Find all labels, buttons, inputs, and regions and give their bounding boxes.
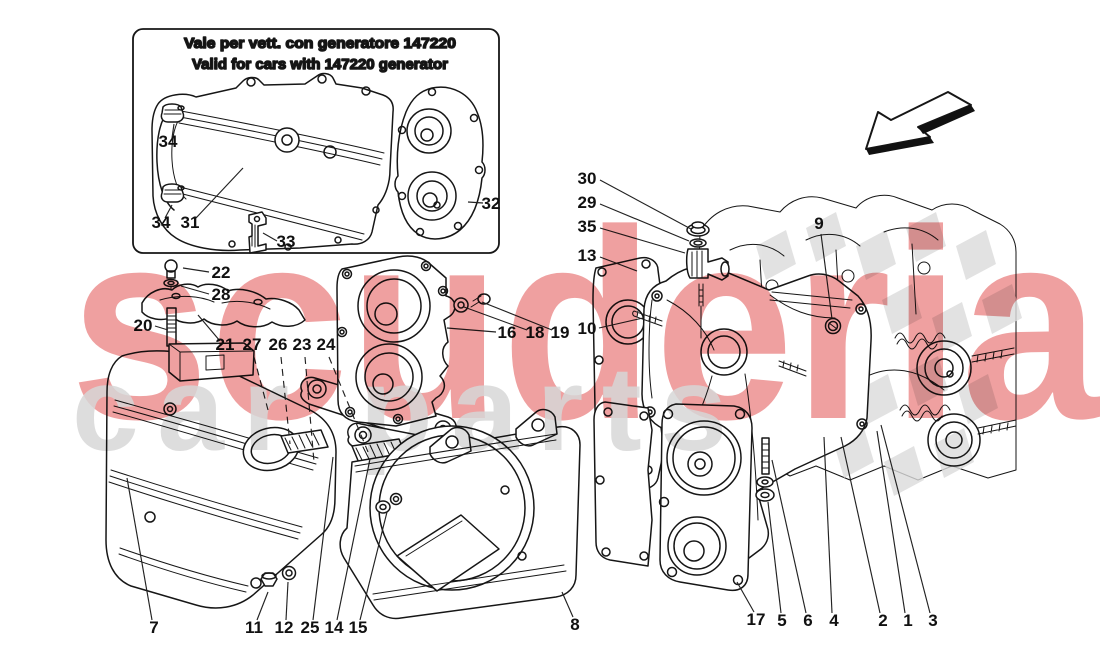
part-number-3: 3: [928, 611, 937, 630]
part-number-19: 19: [551, 323, 570, 342]
leader-line-26: [280, 356, 291, 445]
part-number-33: 33: [277, 232, 296, 251]
part-number-14: 14: [325, 618, 344, 637]
variant-belt-cover-drawing: [151, 72, 394, 252]
part-number-22: 22: [212, 263, 231, 282]
leader-line-32: [467, 201, 484, 204]
leader-line-34: [164, 204, 173, 219]
part-number-12: 12: [275, 618, 294, 637]
part-number-23: 23: [293, 335, 312, 354]
part-number-5: 5: [777, 611, 786, 630]
leader-line-20: [154, 325, 169, 331]
bracket-33-drawing: [248, 211, 267, 254]
leader-line-12: [285, 581, 289, 621]
leader-line-3: [880, 424, 931, 614]
part-number-34: 34: [159, 132, 178, 151]
part-number-24: 24: [317, 335, 336, 354]
part-number-10: 10: [578, 319, 597, 338]
leader-line-21: [197, 314, 221, 342]
lower-belt-cover-drawing: [260, 408, 581, 620]
leader-line-34: [171, 123, 175, 139]
leader-line-33: [262, 232, 278, 242]
leader-line-25: [312, 456, 334, 621]
part-number-1: 1: [903, 611, 912, 630]
leader-line-24: [328, 356, 369, 453]
part-number-20: 20: [134, 316, 153, 335]
watermark: scuderia car parts: [70, 175, 1100, 476]
part-number-8: 8: [570, 615, 579, 634]
part-number-26: 26: [269, 335, 288, 354]
part-number-18: 18: [526, 323, 545, 342]
leader-line-7: [126, 477, 153, 621]
part-number-6: 6: [803, 611, 812, 630]
part-number-25: 25: [301, 618, 320, 637]
leader-line-5: [767, 501, 782, 614]
part-number-34: 34: [152, 213, 171, 232]
note-line-english: Valid for cars with 147220 generator: [192, 56, 448, 73]
leader-line-15: [359, 511, 388, 621]
part-number-11: 11: [245, 618, 263, 637]
leader-line-2: [840, 436, 881, 614]
leader-line-11: [256, 591, 269, 621]
leader-line-19: [481, 301, 553, 331]
part-number-27: 27: [243, 335, 262, 354]
left-belt-cover-drawing: [105, 342, 337, 609]
lower-timing-cover-drawing: [593, 401, 775, 592]
leader-line-1: [876, 430, 906, 614]
clamp-fasteners: [160, 103, 185, 203]
part-number-4: 4: [829, 611, 839, 630]
leader-line-6: [771, 459, 807, 614]
leader-line-27: [253, 356, 269, 411]
leader-line-30: [599, 179, 692, 230]
part-number-2: 2: [878, 611, 887, 630]
part-number-9: 9: [814, 214, 823, 233]
watermark-subtitle-text: car parts: [72, 342, 727, 476]
variant-round-cover-drawing: [394, 86, 486, 240]
leader-line-35: [599, 227, 686, 254]
leader-line-22: [182, 267, 210, 273]
leader-line-10: [598, 317, 644, 329]
part-number-29: 29: [578, 193, 597, 212]
part-number-16: 16: [498, 323, 517, 342]
watermark-brand-text: scuderia: [70, 175, 1100, 476]
part-number-35: 35: [578, 217, 597, 236]
part-number-17: 17: [747, 610, 766, 629]
center-cover-plate-drawing: [336, 255, 491, 427]
leader-line-9: [820, 233, 833, 320]
leader-line-14: [336, 458, 371, 621]
note-line-italian: Vale per vett. con generatore 147220: [184, 35, 456, 52]
leader-line-4: [823, 436, 833, 614]
leader-line-8: [561, 591, 574, 618]
part-number-7: 7: [149, 618, 158, 637]
part-number-31: 31: [181, 213, 200, 232]
leader-line-17: [736, 581, 755, 613]
leader-line-31: [195, 167, 244, 219]
part-number-30: 30: [578, 169, 597, 188]
leader-line-28: [180, 285, 210, 295]
part-number-13: 13: [578, 246, 597, 265]
leader-line-16: [446, 327, 497, 333]
part-number-21: 21: [216, 335, 235, 354]
part-number-32: 32: [482, 194, 501, 213]
leader-line-13: [599, 256, 638, 272]
part-number-28: 28: [212, 285, 231, 304]
leader-line-29: [599, 203, 690, 242]
breather-fitting-drawing: [685, 221, 730, 339]
direction-arrow-icon: [865, 91, 975, 155]
part-number-15: 15: [349, 618, 368, 637]
leader-line-18: [463, 306, 528, 331]
leader-line-23: [304, 356, 315, 463]
